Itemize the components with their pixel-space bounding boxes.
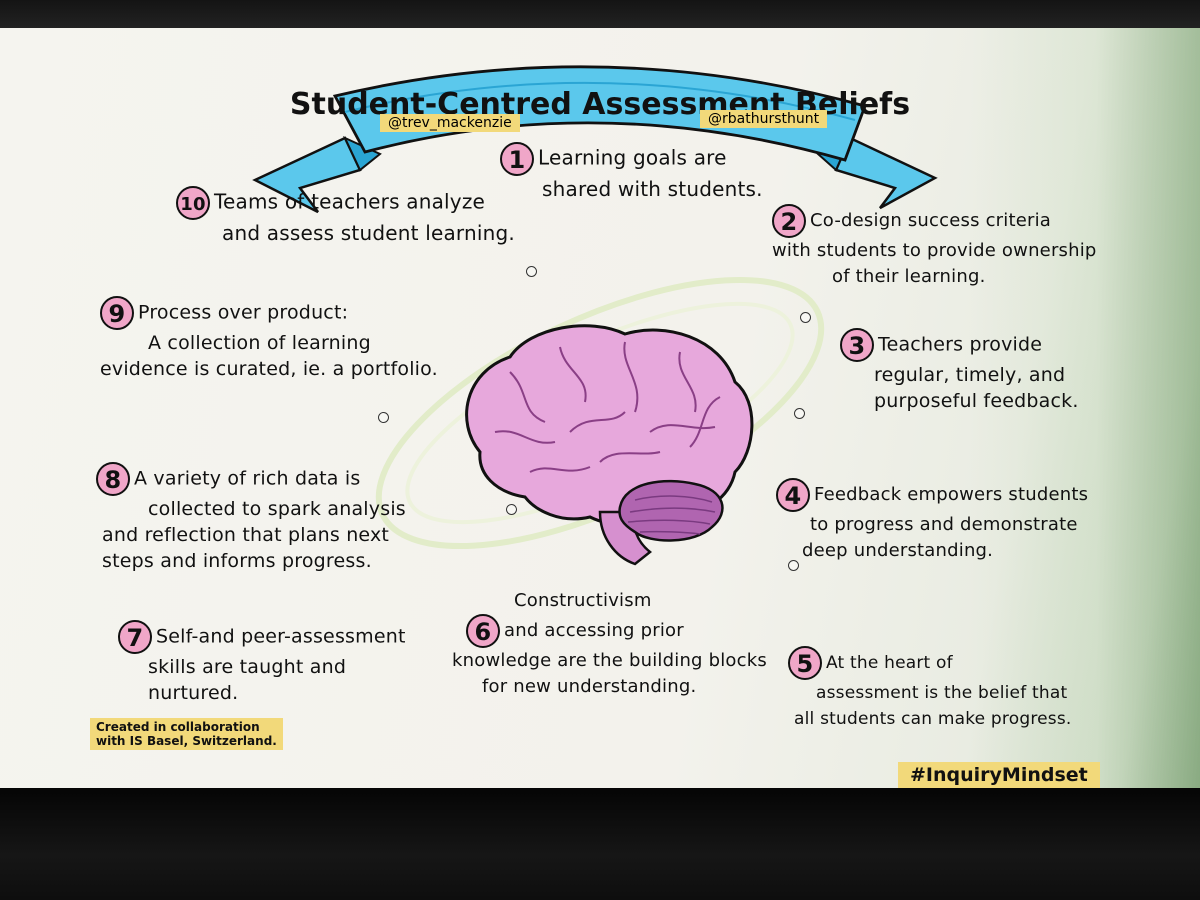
belief-9-line: evidence is curated, ie. a portfolio. (100, 358, 438, 380)
belief-4-line: deep understanding. (802, 540, 994, 561)
connector-dot (378, 412, 389, 423)
credit-line: Created in collaboration (96, 720, 260, 734)
belief-8-line: A variety of rich data is (134, 467, 361, 490)
monitor-top-bezel (0, 0, 1200, 30)
belief-2-line: Co-design success criteria (810, 210, 1052, 231)
belief-8-line: collected to spark analysis (148, 498, 406, 520)
belief-number-8: 8 (96, 462, 130, 496)
belief-number-2: 2 (772, 204, 806, 238)
belief-3-line: Teachers provide (878, 333, 1043, 356)
belief-number-3: 3 (840, 328, 874, 362)
belief-number-4: 4 (776, 478, 810, 512)
belief-10-line: and assess student learning. (222, 221, 515, 245)
belief-5-line: assessment is the belief that (816, 683, 1068, 703)
belief-8-line: and reflection that plans next (102, 524, 390, 546)
belief-1-line: shared with students. (542, 177, 763, 201)
author-handle-right: @rbathursthunt (700, 110, 828, 128)
belief-4-line: Feedback empowers students (814, 484, 1089, 505)
belief-6-line: for new understanding. (482, 676, 697, 697)
belief-number-9: 9 (100, 296, 134, 330)
belief-4-line: to progress and demonstrate (810, 514, 1078, 535)
brain-illustration (465, 324, 754, 566)
belief-7-line: Self-and peer-assessment (156, 625, 406, 648)
belief-5-line: all students can make progress. (794, 709, 1072, 729)
connector-dot (794, 408, 805, 419)
monitor-bottom-bezel (0, 788, 1200, 900)
belief-5-line: At the heart of (826, 653, 953, 673)
belief-9-line: Process over product: (138, 301, 349, 324)
credit-note: Created in collaboration with IS Basel, … (90, 718, 283, 750)
belief-7-line: nurtured. (148, 682, 239, 704)
credit-line: with IS Basel, Switzerland. (96, 734, 277, 748)
belief-9-line: A collection of learning (148, 332, 371, 354)
belief-8-line: steps and informs progress. (102, 550, 372, 572)
belief-2-line: of their learning. (832, 266, 986, 287)
connector-dot (800, 312, 811, 323)
belief-2-line: with students to provide ownership (772, 240, 1097, 261)
connector-dot (788, 560, 799, 571)
connector-dot (506, 504, 517, 515)
belief-10-line: Teams of teachers analyze (214, 189, 486, 214)
author-handle-left: @trev_mackenzie (380, 114, 520, 132)
hashtag: #InquiryMindset (898, 762, 1100, 788)
belief-6-line: knowledge are the building blocks (452, 650, 767, 671)
belief-number-7: 7 (118, 620, 152, 654)
window-glare (970, 28, 1200, 790)
belief-number-5: 5 (788, 646, 822, 680)
belief-3-line: purposeful feedback. (874, 390, 1079, 412)
connector-dot (526, 266, 537, 277)
belief-6-line: Constructivism (514, 590, 652, 611)
belief-6-line: and accessing prior (504, 620, 684, 641)
belief-number-10: 10 (176, 186, 210, 220)
belief-1-line: Learning goals are (538, 145, 727, 170)
belief-7-line: skills are taught and (148, 656, 347, 678)
belief-number-1: 1 (500, 142, 534, 176)
projected-slide: Student-Centred Assessment Beliefs @trev… (0, 28, 1200, 790)
belief-3-line: regular, timely, and (874, 364, 1066, 386)
belief-number-6: 6 (466, 614, 500, 648)
